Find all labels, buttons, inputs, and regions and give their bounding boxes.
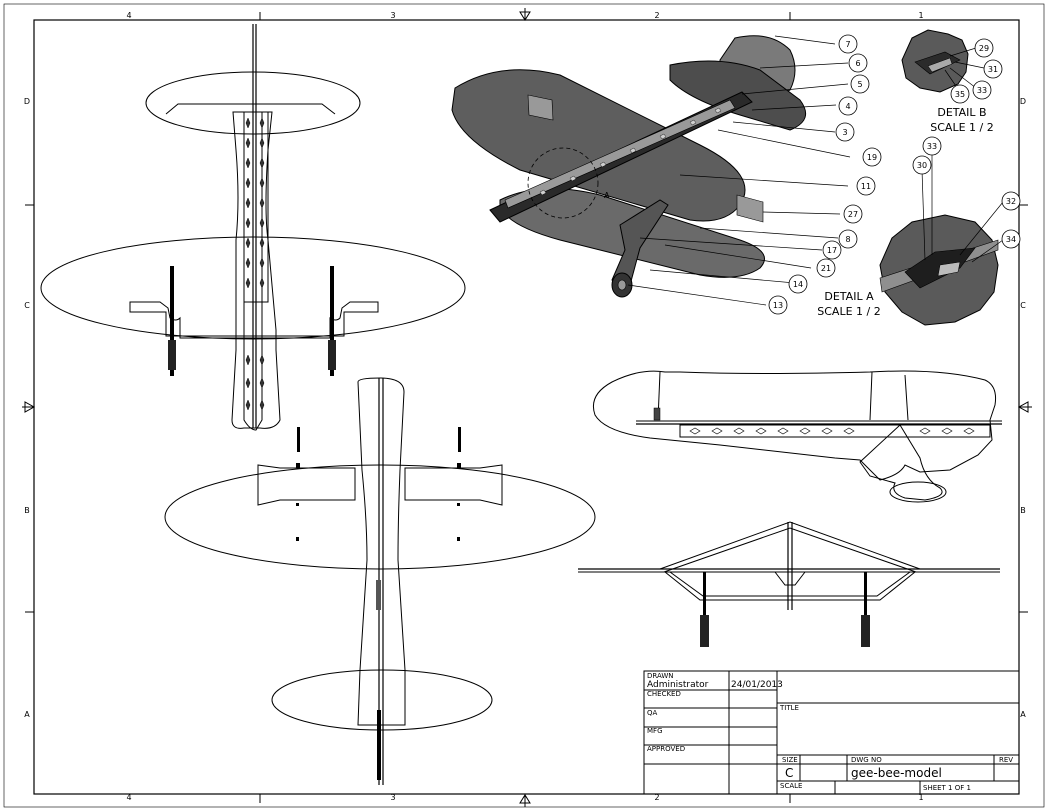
bottom-view xyxy=(164,377,596,785)
balloon-b-29: 29 xyxy=(979,44,989,53)
zone-top-1: 1 xyxy=(918,11,923,20)
detail-b-title: DETAIL B xyxy=(937,106,986,119)
title-block: DRAWN Administrator 24/01/2013 CHECKED Q… xyxy=(643,670,1020,795)
tb-checked-label: CHECKED xyxy=(647,690,681,698)
top-view-spar-holes xyxy=(245,117,265,411)
balloon-11: 11 xyxy=(861,182,871,191)
top-view xyxy=(40,24,466,431)
tb-drawn-date: 24/01/2013 xyxy=(731,680,783,690)
tb-qa-label: QA xyxy=(647,709,658,717)
outer-border xyxy=(3,3,1045,808)
zone-top-4: 4 xyxy=(126,11,131,20)
zone-top-2: 2 xyxy=(654,11,659,20)
zone-left-d: D xyxy=(24,97,30,106)
top-view-gear xyxy=(168,266,336,376)
tb-approved-label: APPROVED xyxy=(647,745,685,753)
balloon-a-30: 30 xyxy=(917,161,927,170)
side-view xyxy=(592,370,1002,503)
zone-right-b: B xyxy=(1020,506,1026,515)
tb-dwg-no-label: DWG NO xyxy=(851,756,882,764)
zone-bottom-2: 2 xyxy=(654,793,659,802)
balloon-b-31: 31 xyxy=(988,65,998,74)
zone-bottom-3: 3 xyxy=(390,793,395,802)
iso-balloons: 7 6 5 4 3 19 11 27 8 17 21 14 13 xyxy=(768,34,882,315)
zone-left-b: B xyxy=(24,506,30,515)
detail-b: 29 31 33 35 DETAIL B SCALE 1 / 2 xyxy=(901,29,1003,134)
balloon-7: 7 xyxy=(845,40,850,49)
zone-right-d: D xyxy=(1020,97,1026,106)
detail-a: 33 30 32 34 DETAIL A SCALE 1 / 2 xyxy=(817,136,1021,326)
zone-bottom-4: 4 xyxy=(126,793,131,802)
balloon-21: 21 xyxy=(821,264,831,273)
tb-rev-label: REV xyxy=(999,756,1013,764)
balloon-a-32: 32 xyxy=(1006,197,1016,206)
section-marker-a: A xyxy=(604,191,610,200)
balloon-b-35: 35 xyxy=(955,90,965,99)
zone-bottom-1: 1 xyxy=(918,793,923,802)
balloon-17: 17 xyxy=(827,246,837,255)
zone-right-c: C xyxy=(1020,301,1026,310)
zone-left-a: A xyxy=(24,710,30,719)
zone-left-c: C xyxy=(24,301,30,310)
tb-size-label: SIZE xyxy=(782,756,798,764)
balloon-14: 14 xyxy=(793,280,803,289)
balloon-4: 4 xyxy=(845,102,850,111)
balloon-a-33: 33 xyxy=(927,142,937,151)
tb-drawn-by: Administrator xyxy=(647,680,709,690)
iso-leaders xyxy=(627,35,851,306)
tb-sheet-text: SHEET 1 OF 1 xyxy=(923,784,971,792)
tb-dwg-no-value: gee-bee-model xyxy=(851,766,942,780)
balloon-8: 8 xyxy=(845,235,850,244)
isometric-view: A xyxy=(451,35,851,306)
tb-title-label: TITLE xyxy=(779,704,799,712)
detail-b-scale: SCALE 1 / 2 xyxy=(930,121,993,134)
zone-top-3: 3 xyxy=(390,11,395,20)
bottom-view-gear xyxy=(296,427,461,780)
front-view-gear xyxy=(700,572,870,647)
balloon-a-34: 34 xyxy=(1006,235,1016,244)
centering-arrows xyxy=(22,8,1032,807)
balloon-27: 27 xyxy=(848,210,858,219)
tb-size-value: C xyxy=(785,766,793,780)
balloon-13: 13 xyxy=(773,301,783,310)
iso-spar-holes xyxy=(539,107,722,196)
detail-a-title: DETAIL A xyxy=(824,290,874,303)
zone-right-a: A xyxy=(1020,710,1026,719)
balloon-b-33: 33 xyxy=(977,86,987,95)
balloon-6: 6 xyxy=(855,59,860,68)
balloon-19: 19 xyxy=(867,153,877,162)
tb-drawn-label: DRAWN xyxy=(647,672,674,680)
side-view-holes xyxy=(689,427,975,435)
tb-scale-label: SCALE xyxy=(780,782,802,790)
detail-a-scale: SCALE 1 / 2 xyxy=(817,305,880,318)
balloon-5: 5 xyxy=(857,80,862,89)
balloon-3: 3 xyxy=(842,128,847,137)
tb-mfg-label: MFG xyxy=(647,727,663,735)
front-view xyxy=(578,521,1000,647)
